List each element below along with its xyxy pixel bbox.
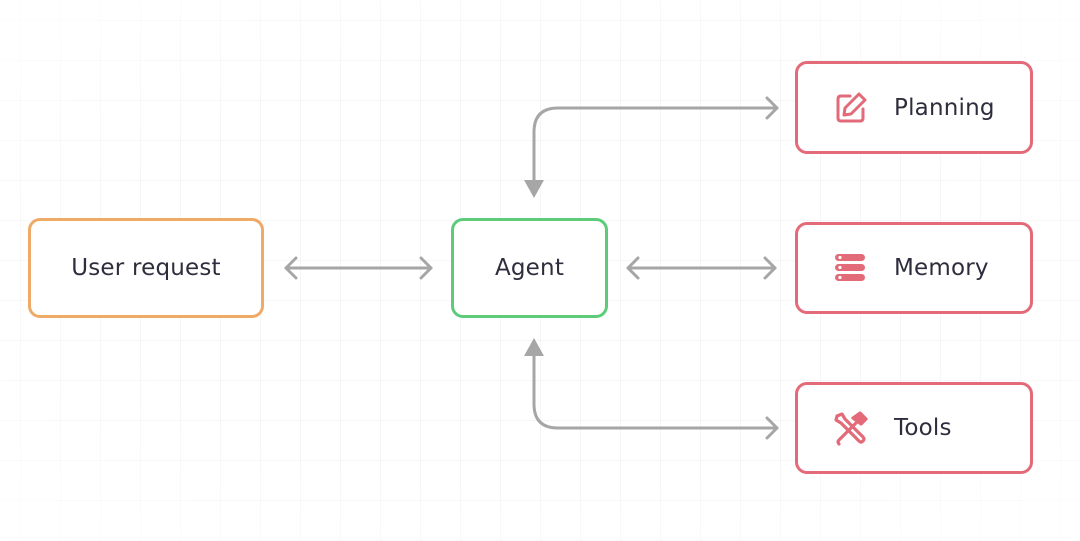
tools-icon: [833, 410, 869, 446]
edge-agent-planning: [532, 96, 779, 188]
arrowhead-tools-to-agent: [524, 338, 544, 356]
planning-node: Planning: [795, 61, 1033, 154]
agent-label: Agent: [494, 255, 565, 281]
edit-icon: [833, 90, 869, 126]
user-request-label: User request: [71, 255, 221, 281]
planning-label: Planning: [894, 94, 995, 121]
memory-label: Memory: [894, 255, 989, 281]
arrowhead-planning-to-agent: [524, 180, 544, 198]
agent-node: Agent: [451, 218, 608, 318]
edge-user-request-agent: [284, 256, 433, 280]
tools-node: Tools: [795, 382, 1033, 474]
memory-node: Memory: [795, 222, 1033, 314]
user-request-node: User request: [28, 218, 264, 318]
storage-icon: [833, 250, 869, 286]
edge-agent-memory: [626, 256, 777, 280]
tools-label: Tools: [894, 415, 952, 441]
edge-agent-tools: [532, 348, 779, 440]
